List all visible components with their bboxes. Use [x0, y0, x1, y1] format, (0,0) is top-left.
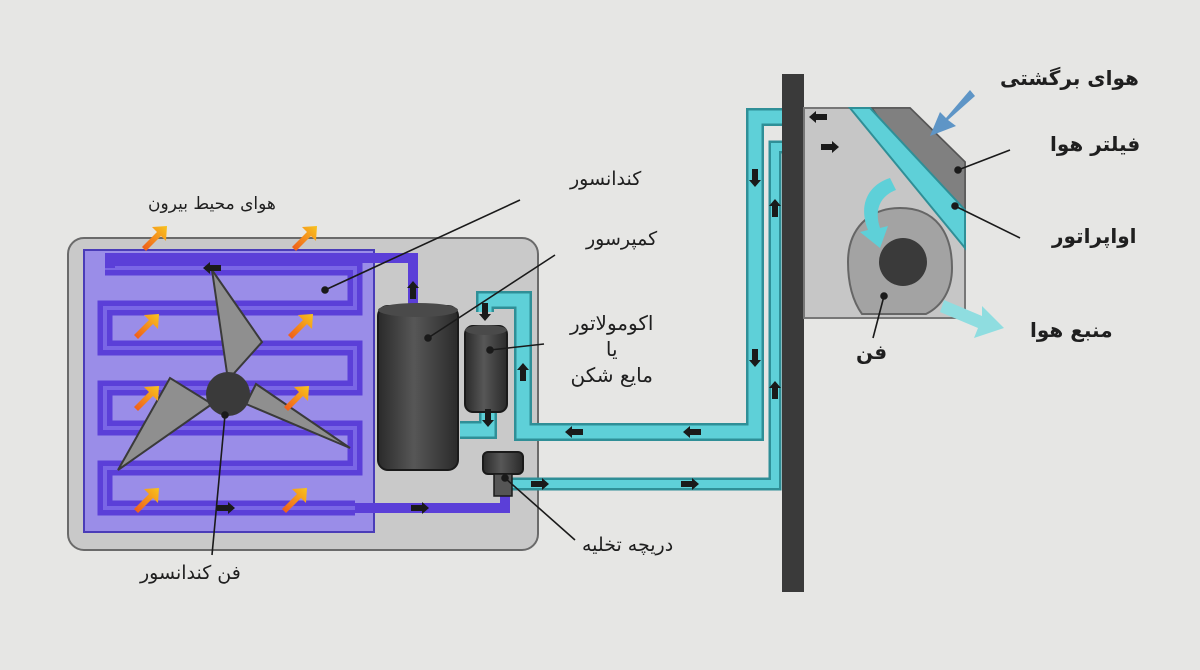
discharge-valve-leader-dot [501, 474, 509, 482]
evaporator-coil [847, 107, 966, 251]
condenser-fan-label: فن کندانسور [140, 562, 241, 584]
airflow-arrow-icon [940, 300, 1004, 338]
fan-leader-dot [880, 292, 888, 300]
condenser-leader [324, 199, 521, 291]
condenser-fan-icon [117, 269, 351, 471]
wall [782, 74, 804, 592]
condenser-fan-leader [211, 414, 226, 556]
accumulator-leader-dot [486, 346, 494, 354]
condenser-leader-dot [321, 286, 329, 294]
air-supply-label: منبع هوا [1030, 318, 1113, 342]
accumulator-label-line1: اکومولاتور [570, 311, 654, 335]
evaporator-leader-dot [951, 202, 959, 210]
compressor-leader [427, 254, 556, 339]
accumulator-label: اکومولاتور یا مایع شکن [570, 310, 653, 388]
condenser-label: کندانسور [570, 168, 642, 190]
fan-label: فن [856, 340, 888, 364]
compressor [377, 303, 459, 471]
discharge-valve-leader [504, 477, 576, 541]
air-filter-label: فیلتر هوا [1050, 132, 1141, 156]
air-filter-leader [957, 149, 1011, 171]
accumulator-leader [489, 343, 545, 351]
discharge-valve-label: دریچه تخلیه [582, 534, 674, 556]
return-air-label: هوای برگشتی [1000, 66, 1139, 90]
evaporator-label: اواپراتور [1052, 224, 1137, 248]
accumulator [464, 325, 508, 413]
leader-lines [211, 149, 1021, 556]
ambient-air-label: هوای محیط بیرون [148, 194, 276, 214]
compressor-label: کمپرسور [586, 228, 658, 250]
air-filter-leader-dot [954, 166, 962, 174]
condenser-fan-leader-dot [221, 411, 229, 419]
blower-fan-icon [879, 238, 927, 286]
airflow-arrows [860, 90, 1004, 338]
evaporator-leader [954, 205, 1021, 239]
accumulator-label-line3: مایع شکن [570, 363, 653, 387]
airflow-arrow-icon [930, 90, 975, 136]
airflow-arrow-icon [860, 178, 896, 248]
indoor-unit [803, 107, 966, 319]
fan-leader [872, 295, 885, 339]
accumulator-label-line2: یا [605, 337, 618, 361]
compressor-leader-dot [424, 334, 432, 342]
